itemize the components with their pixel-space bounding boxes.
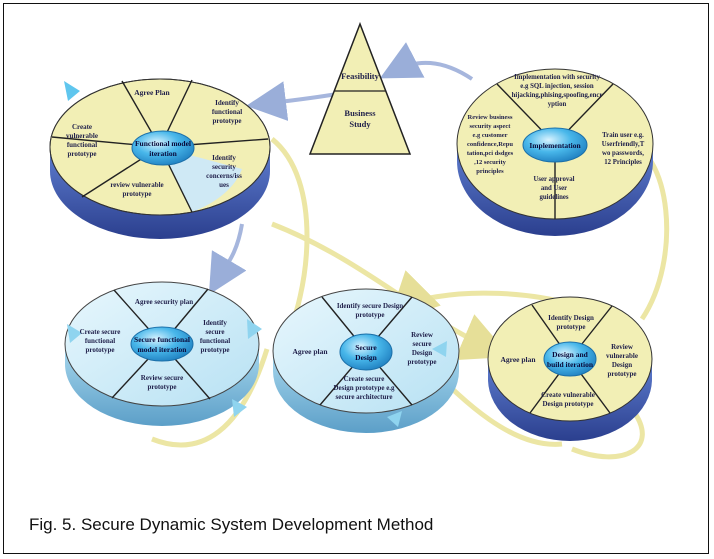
secure-design-review-label-3: Design [412, 349, 432, 357]
secure-functional-identify-label-4: prototype [200, 346, 229, 354]
design-build-hub-label-1: Design and [552, 350, 588, 359]
design-build-review-label-4: prototype [607, 370, 636, 378]
functional-security-label-1: Identify [212, 154, 236, 162]
implementation-approval-label-2: and User [541, 185, 567, 192]
design-build-create-label-2: Design prototype [542, 400, 593, 408]
pyramid-top-label: Feasibility [341, 71, 380, 81]
pyramid-bottom-label-2: Study [349, 119, 371, 129]
implementation-train-label-1: Train user e.g. [602, 132, 644, 139]
functional-security-label-2: security [212, 163, 236, 171]
implementation-top-label-1: Implementation with security [514, 74, 600, 81]
secure-functional-disk: Secure functional model iteration Agree … [64, 281, 262, 426]
secure-functional-hub-label-1: Secure functional [134, 335, 190, 344]
functional-security-label-3: concerns/iss [206, 172, 242, 180]
design-build-review-label-1: Review [611, 343, 634, 351]
figure-caption: Fig. 5. Secure Dynamic System Developmen… [29, 515, 434, 534]
secure-design-hub-label-2: Design [355, 353, 377, 362]
design-build-hub-label-2: build iteration [547, 360, 594, 369]
secure-functional-agree-label: Agree security plan [135, 298, 193, 306]
chevron-arrow-icon [64, 81, 80, 101]
secure-functional-identify-label-2: secure [206, 328, 225, 336]
secure-design-agree-label: Agree plan [292, 347, 328, 356]
implementation-review-label-7: principles [476, 168, 504, 175]
secure-functional-identify-label-1: Identify [203, 319, 227, 327]
implementation-train-label-2: Userfriendly,T [602, 141, 645, 148]
implementation-review-label-3: e.g customer [472, 132, 507, 139]
secure-design-hub-label-1: Secure [355, 343, 377, 352]
blue-arrow-connectors [208, 42, 474, 295]
functional-security-label-4: ues [219, 181, 229, 189]
chevron-arrow-icon [387, 411, 402, 427]
implementation-approval-label-1: User approval [533, 176, 574, 183]
design-build-identify-label-1: Identify Design [548, 314, 594, 322]
implementation-review-label-6: ,12 security [474, 159, 507, 166]
implementation-review-label-5: tation,pci dsdges [467, 150, 514, 157]
implementation-review-label-4: confidence,Repu [467, 141, 513, 148]
secure-design-disk: Secure Design Identify secure Design pro… [272, 288, 460, 433]
functional-identify-label-1: Identify [215, 99, 239, 107]
functional-agree-label: Agree Plan [134, 88, 170, 97]
secure-functional-create-label-3: prototype [85, 346, 114, 354]
functional-create-label-2: vulnerable [66, 132, 98, 140]
implementation-disk: Implementation Implementation with secur… [456, 68, 654, 236]
chevron-arrow-icon [232, 399, 247, 417]
functional-identify-label-3: prototype [212, 117, 241, 125]
implementation-top-label-4: yption [548, 101, 567, 108]
secure-functional-create-label-2: functional [85, 337, 115, 345]
secure-functional-review-label-2: prototype [147, 383, 176, 391]
functional-hub-label-2: iteration [149, 149, 177, 158]
feasibility-pyramid: Feasibility Business Study [308, 21, 412, 155]
secure-design-create-label-2: Design prototype e.g [333, 384, 395, 392]
sdsdm-diagram: Feasibility Business Study Functional mo… [49, 21, 670, 460]
chevron-arrow-icon [432, 341, 447, 357]
functional-create-label-4: prototype [67, 150, 96, 158]
secure-design-create-label-3: secure architecture [336, 393, 393, 401]
functional-hub-label-1: Functional model [135, 139, 191, 148]
secure-functional-identify-label-3: functional [200, 337, 230, 345]
design-build-review-label-3: Design [612, 361, 632, 369]
functional-create-label-1: Create [72, 123, 92, 131]
implementation-hub-label: Implementation [529, 141, 581, 150]
secure-functional-hub-label-2: model iteration [138, 345, 188, 354]
design-build-create-label-1: Create vulnerable [541, 391, 595, 399]
implementation-top-label-2: e.g SQL injection, session [520, 83, 594, 90]
design-build-identify-label-2: prototype [556, 323, 585, 331]
functional-review-label-1: review vulnerable [110, 181, 163, 189]
figure-frame: Feasibility Business Study Functional mo… [3, 3, 709, 554]
secure-design-review-label-4: prototype [407, 358, 436, 366]
design-build-agree-label: Agree plan [500, 355, 536, 364]
design-build-review-label-2: vulnerable [606, 352, 638, 360]
functional-identify-label-2: functional [212, 108, 242, 116]
functional-create-label-3: functional [67, 141, 97, 149]
secure-functional-create-label-1: Create secure [80, 328, 121, 336]
secure-design-identify-label-2: prototype [355, 311, 384, 319]
secure-functional-review-label-1: Review secure [141, 374, 183, 382]
functional-model-disk: Functional model iteration Agree Plan Id… [49, 78, 271, 239]
chevron-arrow-icon [247, 319, 262, 339]
secure-design-identify-label-1: Identify secure Design [337, 302, 403, 310]
pyramid-bottom-label-1: Business [344, 108, 376, 118]
design-build-disk: Design and build iteration Identify Desi… [487, 296, 653, 441]
implementation-review-label-2: security aspect [470, 123, 512, 130]
secure-design-create-label-1: Create secure [344, 375, 385, 383]
functional-review-label-2: prototype [122, 190, 151, 198]
implementation-train-label-3: wo passwords, [602, 150, 644, 157]
implementation-top-label-3: hijacking,phising,spoofing,encr [512, 92, 603, 99]
implementation-review-label-1: Review business [468, 114, 513, 121]
implementation-train-label-4: 12 Principles [604, 159, 642, 166]
chevron-arrow-icon [67, 324, 82, 343]
secure-design-review-label-2: secure [413, 340, 432, 348]
implementation-approval-label-3: guidelines [539, 194, 568, 201]
secure-design-review-label-1: Review [411, 331, 434, 339]
